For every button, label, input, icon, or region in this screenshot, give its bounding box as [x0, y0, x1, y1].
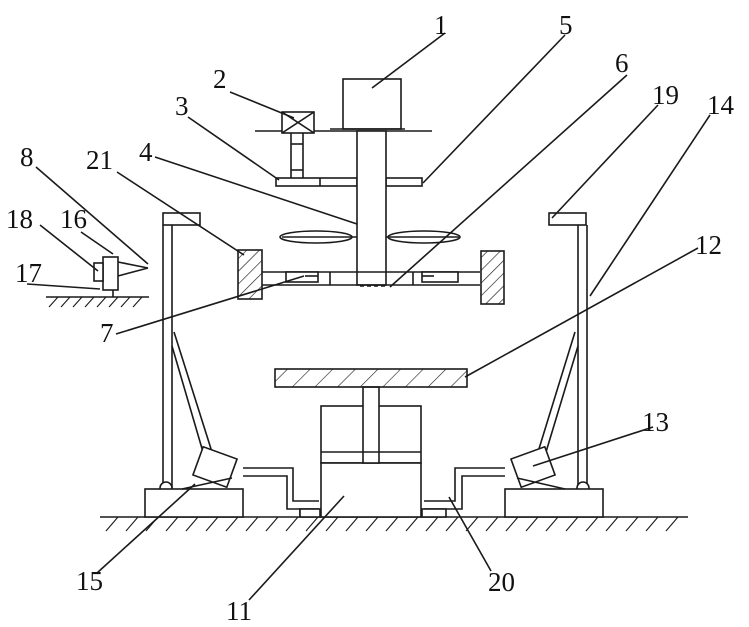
label-21: 21 [86, 145, 113, 175]
label-2: 2 [213, 64, 227, 94]
label-1: 1 [434, 10, 448, 40]
gear-pair [276, 178, 422, 186]
sensor [46, 257, 149, 307]
label-5: 5 [559, 10, 573, 40]
label-12: 12 [695, 230, 722, 260]
sensor-ground-hatching [49, 297, 142, 307]
label-19: 19 [652, 80, 679, 110]
label-11: 11 [226, 596, 252, 626]
label-18: 18 [6, 204, 33, 234]
work-table [275, 369, 467, 387]
label-7: 7 [100, 318, 114, 348]
label-6: 6 [615, 48, 629, 78]
main-shaft [357, 131, 387, 286]
label-8: 8 [20, 142, 34, 172]
label-16: 16 [60, 204, 87, 234]
label-4: 4 [139, 137, 153, 167]
small-shaft [291, 133, 303, 178]
left-polishing-block [238, 250, 262, 299]
right-bracket [422, 468, 505, 517]
ground-hatching [106, 517, 678, 531]
label-20: 20 [488, 567, 515, 597]
ground [100, 517, 688, 531]
label-14: 14 [707, 90, 735, 120]
right-polishing-block [481, 251, 504, 304]
left-bracket [243, 468, 320, 517]
label-3: 3 [175, 91, 189, 121]
lift-cylinder [321, 387, 421, 517]
label-15: 15 [76, 566, 103, 596]
label-17: 17 [15, 258, 42, 288]
label-13: 13 [642, 407, 669, 437]
